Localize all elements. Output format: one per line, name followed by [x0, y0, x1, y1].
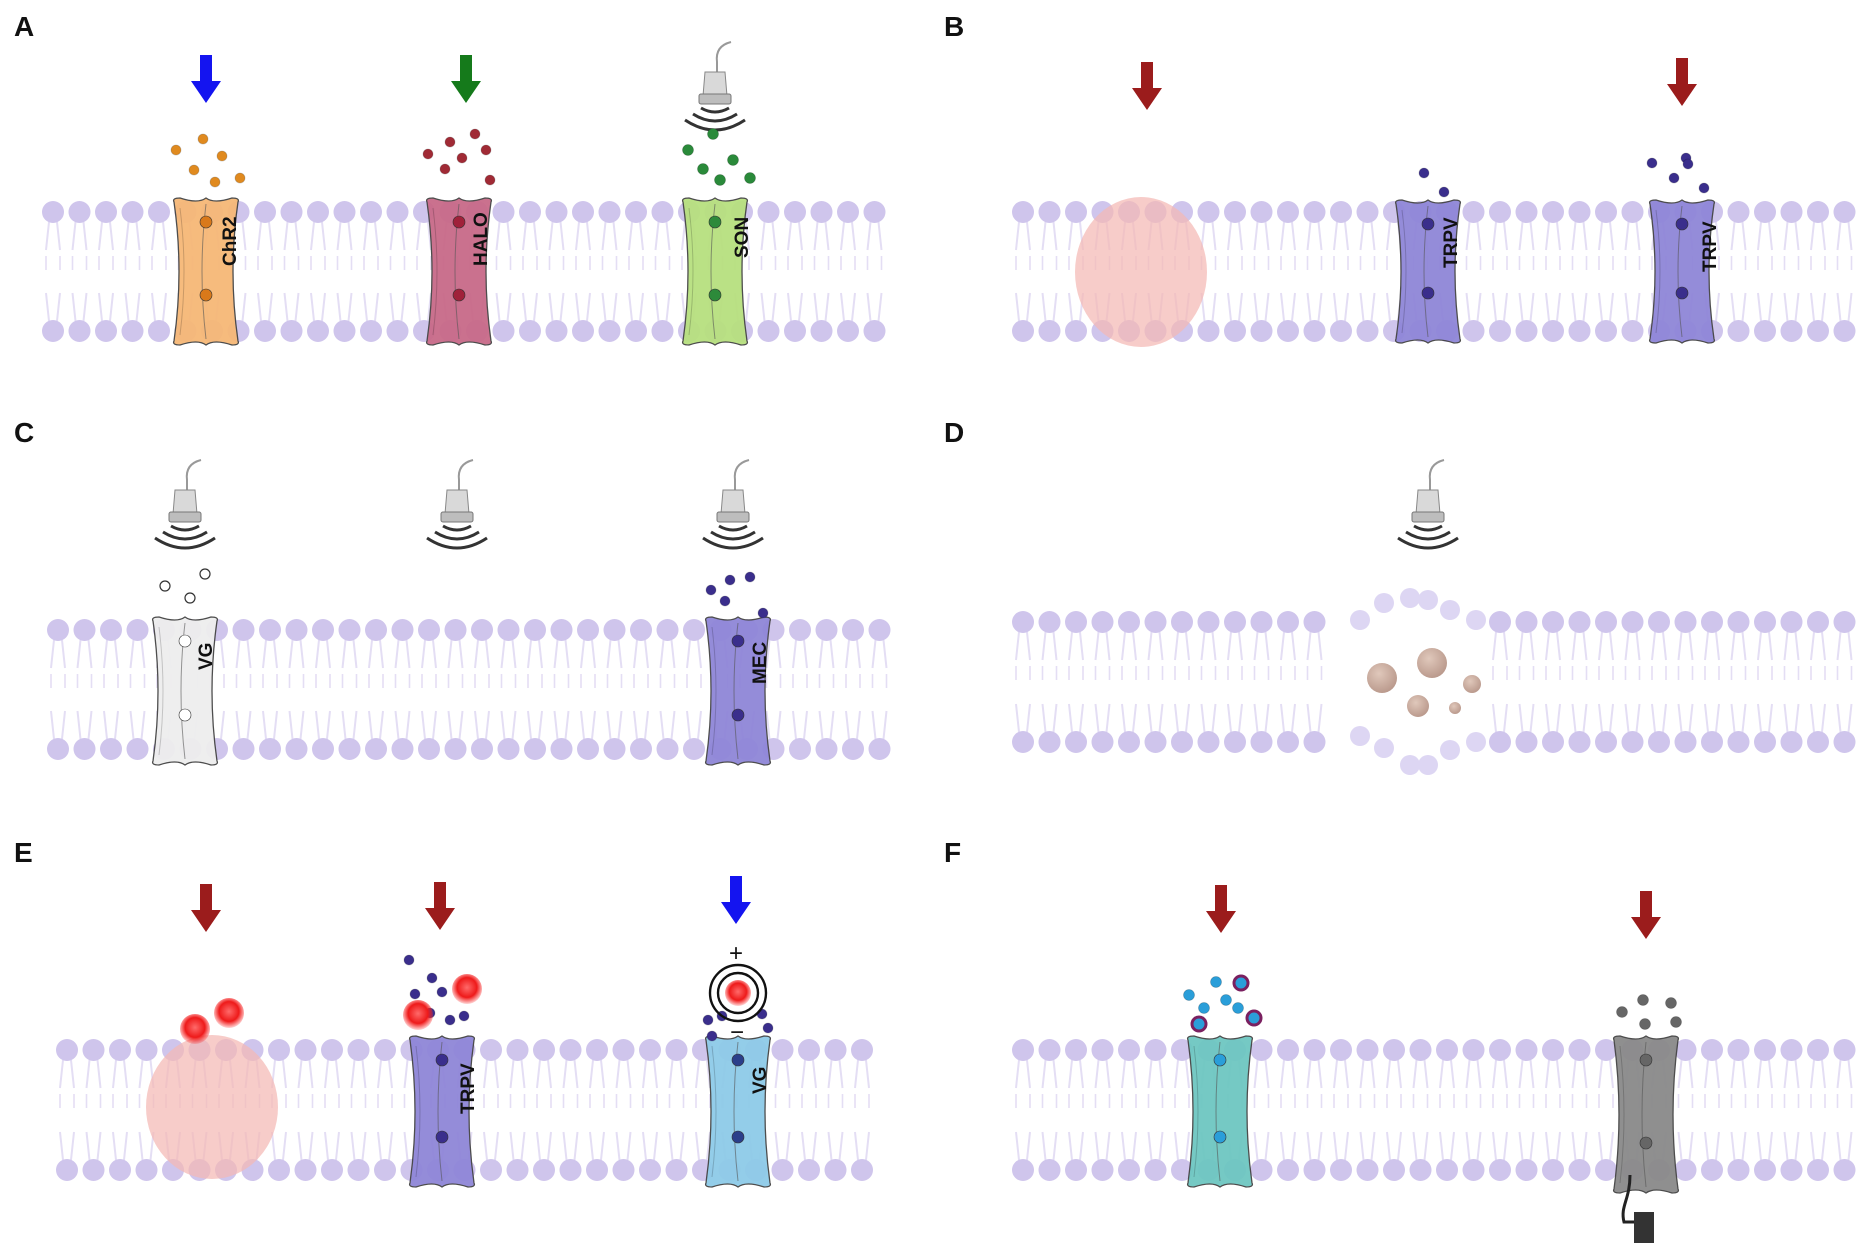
down-arrow-icon — [1667, 58, 1697, 106]
down-arrow-icon — [1206, 885, 1236, 933]
halo-channel — [425, 197, 493, 346]
panel-letter-e: E — [14, 837, 33, 868]
membrane-f — [1012, 1039, 1856, 1181]
label-chr2: ChR2 — [220, 216, 241, 266]
membranes — [42, 201, 1856, 1181]
label-trpv-b1: TRPV — [1441, 217, 1462, 268]
ultrasound-transducer-icon — [684, 41, 746, 132]
vg-channel-e — [704, 1035, 772, 1188]
ion-dot-icon — [1646, 152, 1710, 194]
label-vg-e: VG — [750, 1067, 771, 1094]
vg-channel-c — [151, 616, 219, 766]
down-arrow-icon — [1132, 62, 1162, 110]
panel-letter-f: F — [944, 837, 961, 868]
ion-dot-icon — [170, 133, 246, 188]
panel-e-charged-particle: + − — [708, 940, 768, 1046]
plus-sign: + — [729, 940, 743, 967]
channels — [151, 197, 1716, 1194]
panel-d-released-particles — [1367, 648, 1481, 717]
son-channel — [681, 197, 749, 346]
ultrasound-transducer-icon — [154, 459, 216, 550]
ion-dot-icon — [1616, 994, 1682, 1030]
ion-dot-icon — [705, 571, 769, 619]
ion-dot-icon — [1183, 976, 1244, 1014]
ion-dot-icon — [1418, 167, 1450, 198]
label-mec: MEC — [750, 642, 771, 685]
ultrasound-transducer-icon — [702, 459, 764, 550]
trpv-channel-e — [408, 1035, 476, 1188]
ion-dot-icon — [682, 128, 756, 186]
down-arrow-icon — [1631, 891, 1661, 939]
electrode-plug-icon — [1621, 1174, 1654, 1243]
ion-dot-icon — [422, 128, 496, 186]
arrows — [191, 55, 1697, 939]
trpv-channel-b1 — [1394, 199, 1462, 344]
label-trpv-b2: TRPV — [1700, 221, 1721, 272]
chr2-channel — [172, 197, 240, 346]
down-arrow-icon — [721, 876, 751, 924]
membrane-e — [56, 1039, 873, 1181]
channel-labels: ChR2 HALO SON TRPV TRPV VG MEC TRPV VG — [196, 212, 1721, 1114]
trpv-channel-b2 — [1648, 199, 1716, 344]
panel-letter-b: B — [944, 11, 964, 42]
panel-letter-d: D — [944, 417, 964, 448]
panel-d-pore — [1350, 588, 1486, 775]
ultrasound-transducer-icon — [1397, 459, 1459, 550]
down-arrow-icon — [425, 882, 455, 930]
label-halo: HALO — [471, 212, 492, 266]
down-arrow-icon — [451, 55, 481, 103]
membrane-d — [1012, 611, 1856, 753]
gray-channel-f — [1612, 1035, 1680, 1194]
panel-e-nanoparticle — [146, 1035, 278, 1179]
teal-channel-f — [1186, 1035, 1254, 1188]
ion-dot-icon-ringed — [1190, 974, 1263, 1033]
down-arrow-icon — [191, 884, 221, 932]
label-trpv-e: TRPV — [458, 1063, 479, 1114]
panel-b-nanoparticle — [1075, 197, 1207, 347]
panel-letter-a: A — [14, 11, 34, 42]
ions — [159, 128, 1710, 1042]
panel-letter-c: C — [14, 417, 34, 448]
minus-sign: − — [730, 1019, 744, 1046]
ultrasound-transducer-icon — [426, 459, 488, 550]
label-son: SON — [732, 217, 753, 258]
panel-e-red-particles — [180, 974, 482, 1044]
down-arrow-icon — [191, 55, 221, 103]
transducers — [154, 41, 1459, 550]
mec-channel — [704, 616, 772, 766]
label-vg-c: VG — [196, 643, 217, 670]
ion-dot-icon-hollow — [159, 568, 211, 604]
